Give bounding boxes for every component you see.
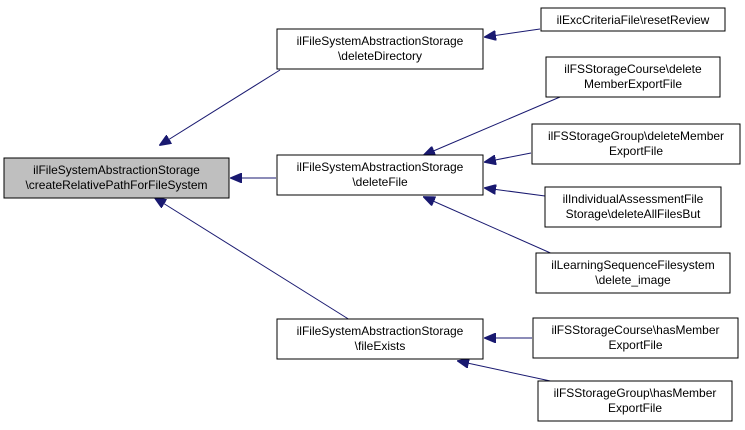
edge-groupdelete-to-deletefile	[485, 152, 532, 162]
node-course-has-member[interactable]: ilFSStorageCourse\hasMember ExportFile	[532, 317, 739, 359]
node-root-line2: \createRelativePathForFileSystem	[25, 178, 207, 192]
node-individual-assessment-line1: ilIndividualAssessmentFile	[563, 192, 704, 206]
node-group-delete-member-line2: ExportFile	[609, 144, 663, 158]
node-delete-directory[interactable]: ilFileSystemAbstractionStorage \deleteDi…	[276, 28, 484, 70]
node-reset-review[interactable]: ilExcCriteriaFile\resetReview	[540, 7, 726, 32]
edge-individual-to-deletefile	[485, 188, 546, 197]
node-file-exists-line1: ilFileSystemAbstractionStorage	[297, 324, 464, 338]
node-learning-sequence-line2: \delete_image	[595, 273, 671, 287]
edge-coursedelete-to-deletefile	[424, 96, 561, 155]
node-delete-directory-line1: ilFileSystemAbstractionStorage	[297, 34, 464, 48]
node-learning-sequence-line1: ilLearningSequenceFilesystem	[551, 258, 714, 272]
node-course-delete-member-line1: ilFSStorageCourse\delete	[564, 62, 702, 76]
node-course-has-member-line2: ExportFile	[608, 338, 662, 352]
node-group-has-member-line1: ilFSStorageGroup\hasMember	[554, 386, 717, 400]
node-group-delete-member[interactable]: ilFSStorageGroup\deleteMember ExportFile	[531, 123, 741, 165]
node-course-has-member-line1: ilFSStorageCourse\hasMember	[551, 323, 719, 337]
node-root-line1: ilFileSystemAbstractionStorage	[33, 163, 200, 177]
node-file-exists[interactable]: ilFileSystemAbstractionStorage \fileExis…	[276, 318, 484, 360]
node-delete-file-line1: ilFileSystemAbstractionStorage	[297, 160, 464, 174]
edge-grouphas-to-fileexists	[458, 361, 556, 383]
edge-deletedirectory-to-root	[160, 69, 281, 145]
node-learning-sequence[interactable]: ilLearningSequenceFilesystem \delete_ima…	[535, 252, 731, 294]
node-delete-directory-line2: \deleteDirectory	[338, 49, 422, 63]
node-delete-file[interactable]: ilFileSystemAbstractionStorage \deleteFi…	[276, 154, 484, 196]
node-reset-review-line1: ilExcCriteriaFile\resetReview	[557, 13, 710, 27]
edge-learningseq-to-deletefile	[424, 197, 556, 256]
edges	[155, 28, 561, 383]
node-group-has-member-line2: ExportFile	[608, 401, 662, 415]
node-delete-file-line2: \deleteFile	[352, 175, 408, 189]
node-individual-assessment-line2: Storage\deleteAllFilesBut	[566, 207, 701, 221]
node-group-delete-member-line1: ilFSStorageGroup\deleteMember	[548, 129, 724, 143]
edge-fileexists-to-root	[155, 198, 351, 321]
node-course-delete-member-line2: MemberExportFile	[584, 77, 682, 91]
node-file-exists-line2: \fileExists	[355, 339, 406, 353]
node-root[interactable]: ilFileSystemAbstractionStorage \createRe…	[3, 157, 230, 199]
node-group-has-member[interactable]: ilFSStorageGroup\hasMember ExportFile	[537, 380, 733, 422]
node-course-delete-member[interactable]: ilFSStorageCourse\delete MemberExportFil…	[545, 56, 721, 98]
edge-resetreview-to-deletedirectory	[485, 28, 541, 37]
node-individual-assessment[interactable]: ilIndividualAssessmentFile Storage\delet…	[544, 186, 722, 228]
